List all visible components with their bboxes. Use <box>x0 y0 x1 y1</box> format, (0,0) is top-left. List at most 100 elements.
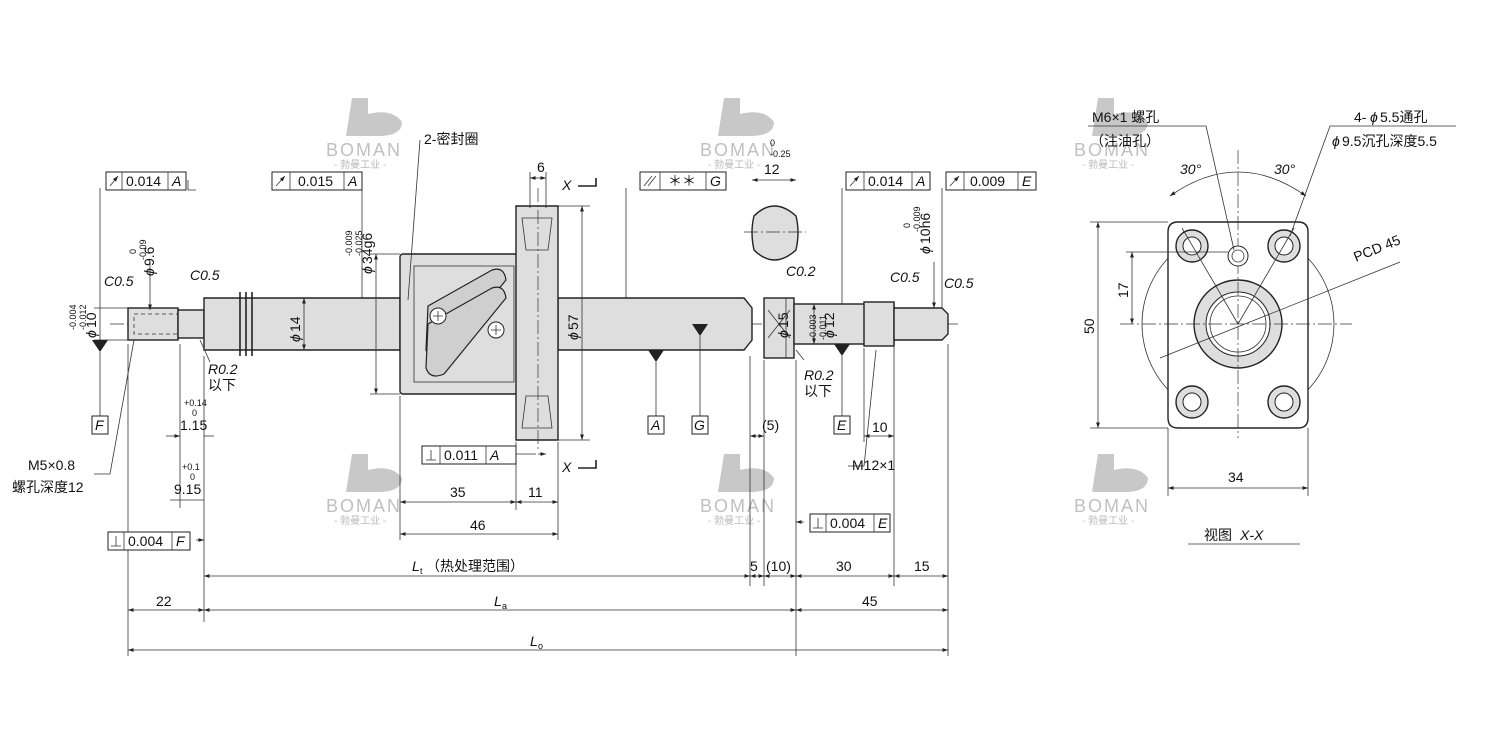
svg-text:-0.011: -0.011 <box>818 315 828 340</box>
svg-text:t: t <box>420 566 423 576</box>
svg-text:0.009: 0.009 <box>970 173 1005 189</box>
datum-triangle-f <box>92 340 108 352</box>
svg-text:17: 17 <box>1115 282 1131 298</box>
svg-text:0.014: 0.014 <box>126 173 161 189</box>
total-runout-frame: ＊＊ G <box>639 171 727 191</box>
svg-text:L: L <box>530 633 538 649</box>
svg-text:-0.25: -0.25 <box>770 149 791 159</box>
svg-text:- 勃曼工业 -: - 勃曼工业 - <box>1082 514 1134 527</box>
svg-text:6: 6 <box>537 159 545 175</box>
svg-text:E: E <box>837 417 847 433</box>
svg-text:M5×0.8: M5×0.8 <box>28 457 75 473</box>
oil-hole-icon <box>1227 245 1249 267</box>
svg-text:R0.2: R0.2 <box>208 361 238 377</box>
svg-text:F: F <box>95 417 105 433</box>
b-logo-icon <box>718 98 774 136</box>
runout-icon <box>949 175 960 187</box>
svg-text:螺孔深度12: 螺孔深度12 <box>12 479 84 495</box>
svg-text:0: 0 <box>192 408 197 418</box>
runout-icon <box>849 175 860 187</box>
svg-text:35: 35 <box>450 484 466 500</box>
runout-icon <box>109 175 119 187</box>
watermark-top-left: BOMAN - 勃曼工业 - <box>326 98 402 171</box>
b-logo-icon <box>718 454 774 492</box>
right-journal <box>893 307 949 341</box>
svg-text:BOMAN: BOMAN <box>326 496 402 516</box>
datum-box-g <box>691 415 709 435</box>
svg-text:+0.1: +0.1 <box>182 462 200 472</box>
runout-frame-left: 0.014 A <box>105 171 187 191</box>
section-mark-bottom: X <box>561 459 572 475</box>
b-logo-icon <box>1092 98 1148 136</box>
watermark-top-right: BOMAN - 勃曼工业 - <box>1074 98 1150 171</box>
bolt-hole-icon <box>1175 229 1301 419</box>
svg-text:30°: 30° <box>1180 161 1202 177</box>
svg-text:ϕ: ϕ <box>287 334 303 342</box>
thread-m12 <box>863 301 895 347</box>
datum-box-f <box>91 415 109 435</box>
perpendicularity-icon <box>813 518 823 529</box>
svg-text:C0.5: C0.5 <box>190 267 220 283</box>
svg-text:以下: 以下 <box>208 377 236 393</box>
datum-box-e <box>833 415 851 435</box>
svg-text:BOMAN: BOMAN <box>1074 140 1150 160</box>
svg-text:C0.5: C0.5 <box>944 275 974 291</box>
svg-text:- 勃曼工业 -: - 勃曼工业 - <box>1082 158 1134 171</box>
svg-text:0: 0 <box>902 223 912 228</box>
svg-text:0: 0 <box>190 472 195 482</box>
svg-text:57: 57 <box>565 314 581 330</box>
datum-triangle-a <box>648 350 664 362</box>
svg-text:o: o <box>538 641 543 651</box>
datum-triangle-e <box>834 344 850 356</box>
watermark-bottom-right: BOMAN - 勃曼工业 - <box>1074 454 1150 527</box>
svg-text:ϕ: ϕ <box>565 332 581 340</box>
svg-text:4-: 4- <box>1354 109 1367 125</box>
total-runout-icon <box>643 175 657 187</box>
svg-text:ϕ: ϕ <box>83 330 99 338</box>
svg-text:-0.009: -0.009 <box>912 206 922 232</box>
svg-text:0: 0 <box>128 249 138 254</box>
runout-frame-end: 0.009 E <box>945 171 1037 191</box>
svg-text:以下: 以下 <box>804 383 832 399</box>
svg-text:G: G <box>694 417 705 433</box>
svg-text:A: A <box>347 173 357 189</box>
tolerance-frames: 0.014 A 0.015 A ＊＊ G 0.014 A <box>91 171 1037 551</box>
svg-text:ϕ: ϕ <box>359 266 375 274</box>
svg-text:30: 30 <box>836 558 852 574</box>
svg-text:PCD 45: PCD 45 <box>1351 232 1403 265</box>
svg-text:1.15: 1.15 <box>180 417 207 433</box>
svg-text:0.014: 0.014 <box>868 173 903 189</box>
dimension-lines <box>92 139 949 656</box>
svg-text:0.004: 0.004 <box>830 515 865 531</box>
watermark-top-center: BOMAN - 勃曼工业 - <box>700 98 774 171</box>
section-arrow-icon <box>578 460 597 469</box>
svg-text:ϕ: ϕ <box>1332 133 1340 149</box>
ball-nut <box>399 188 559 452</box>
svg-text:-0.009: -0.009 <box>344 230 354 256</box>
perpendicularity-frame-f: 0.004 F <box>107 531 191 551</box>
svg-text:15: 15 <box>775 312 791 328</box>
svg-text:-0.003: -0.003 <box>808 314 818 340</box>
svg-text:L: L <box>494 593 502 609</box>
svg-text:A: A <box>489 447 499 463</box>
watermark-bottom-left: BOMAN - 勃曼工业 - <box>326 454 402 527</box>
svg-text:-0.004: -0.004 <box>68 304 78 330</box>
svg-text:30°: 30° <box>1274 161 1296 177</box>
svg-text:- 勃曼工业 -: - 勃曼工业 - <box>334 158 386 171</box>
svg-text:BOMAN: BOMAN <box>1074 496 1150 516</box>
svg-text:9.6: 9.6 <box>141 246 157 266</box>
svg-text:A: A <box>171 173 181 189</box>
left-journal <box>127 307 179 341</box>
b-logo-icon <box>1092 454 1148 492</box>
svg-text:9.5沉孔深度5.5: 9.5沉孔深度5.5 <box>1342 133 1437 149</box>
svg-text:E: E <box>1022 173 1032 189</box>
svg-text:14: 14 <box>287 316 303 332</box>
watermark-bottom-center: BOMAN - 勃曼工业 - <box>700 454 774 527</box>
bearing-seat <box>763 297 795 359</box>
svg-text:C0.5: C0.5 <box>890 269 920 285</box>
svg-text:50: 50 <box>1081 318 1097 334</box>
svg-text:C0.2: C0.2 <box>786 263 816 279</box>
nut-flange <box>515 205 559 441</box>
svg-text:(5): (5) <box>762 417 779 433</box>
svg-text:L: L <box>412 558 420 574</box>
